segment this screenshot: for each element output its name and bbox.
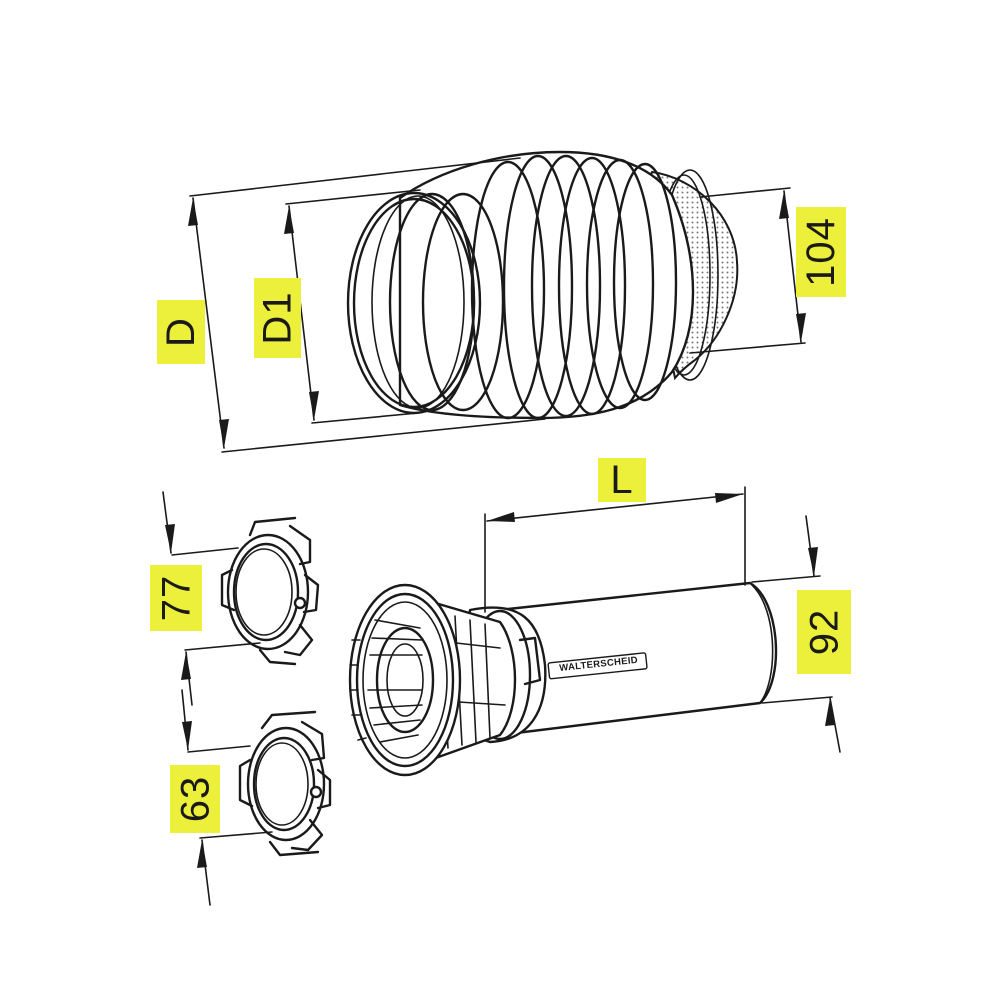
tube-adapter — [348, 581, 778, 777]
dimension-104 — [689, 187, 806, 354]
dimension-92 — [751, 515, 841, 753]
clamp-ring-77 — [220, 516, 320, 666]
bellows-outline — [398, 150, 695, 420]
label-92: 92 — [797, 590, 851, 674]
label-l: L — [598, 458, 646, 502]
label-77: 77 — [150, 565, 202, 631]
label-77-text: 77 — [154, 574, 198, 622]
bellows-hose — [346, 150, 739, 420]
label-63-text: 63 — [173, 775, 217, 823]
label-92-text: 92 — [802, 608, 846, 656]
label-104-text: 104 — [799, 217, 843, 287]
clamp-ring-63 — [238, 710, 332, 857]
dimension-77 — [162, 491, 261, 706]
dimension-l — [484, 486, 746, 613]
label-d1-text: D1 — [255, 291, 300, 345]
walterscheid-logo — [547, 652, 648, 680]
label-d1: D1 — [254, 278, 301, 358]
label-d-text: D — [158, 317, 203, 347]
label-d: D — [157, 300, 205, 364]
label-backgrounds — [150, 207, 851, 833]
label-104: 104 — [796, 207, 846, 297]
label-63: 63 — [170, 765, 220, 833]
dimension-d1 — [284, 189, 421, 424]
label-l-text: L — [610, 458, 634, 502]
dimension-d — [188, 157, 546, 453]
dimension-63 — [181, 689, 273, 906]
